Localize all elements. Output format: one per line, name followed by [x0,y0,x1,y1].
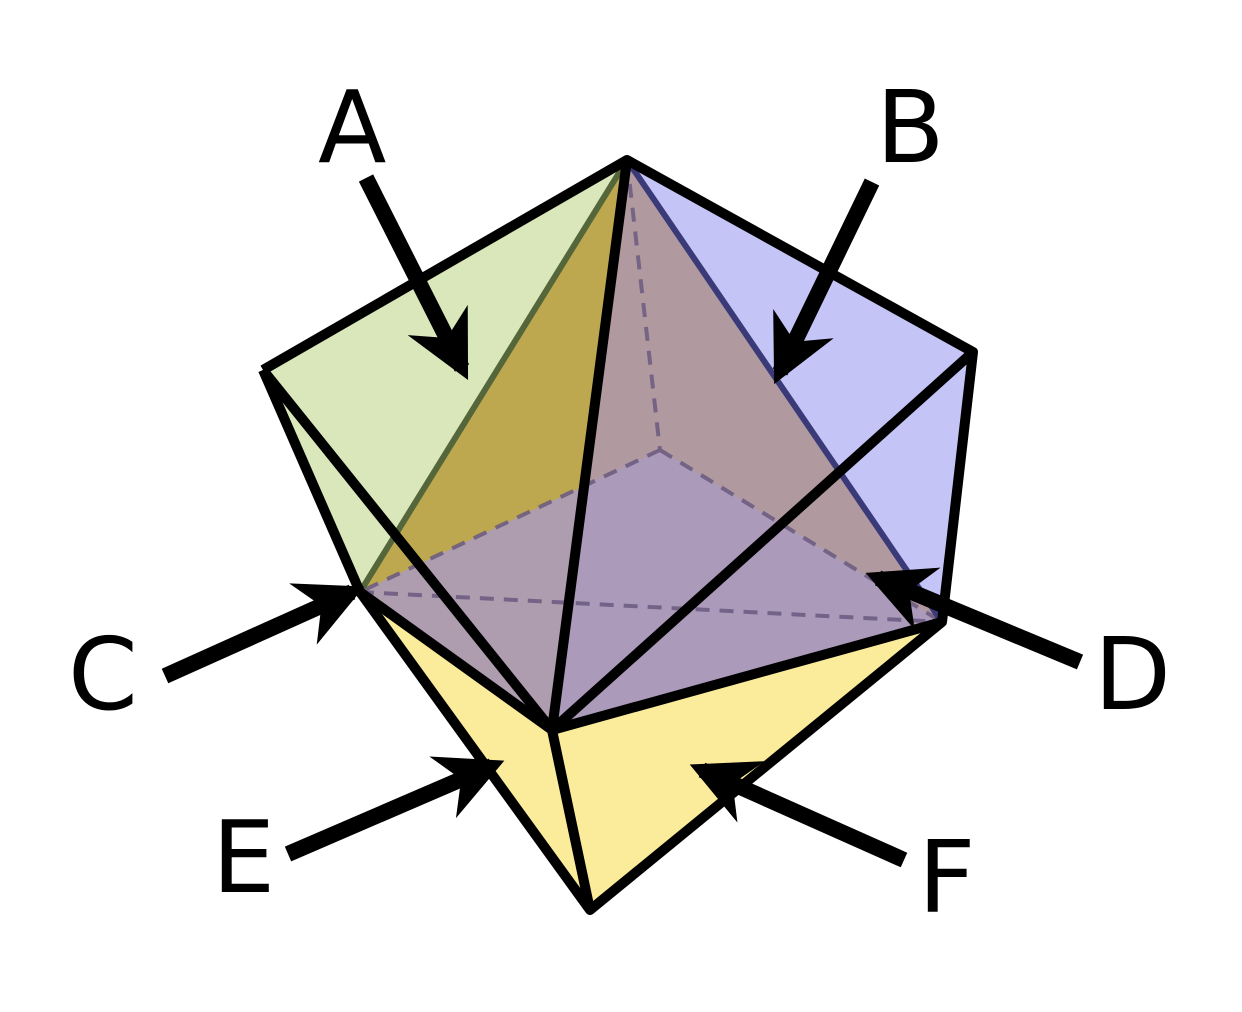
arrow-b [772,178,880,385]
arrow-d [865,567,1084,670]
edge-green [357,158,630,594]
label-e: E [212,799,276,916]
label-c: C [68,616,138,733]
arrow-a [358,174,470,380]
arrow-f [689,761,908,868]
label-a: A [318,69,387,186]
pointer-arrows [161,174,1084,868]
arrow-c [161,583,365,684]
label-f: F [918,819,976,936]
label-d: D [1094,616,1172,733]
label-b: B [876,69,945,186]
edge-blue [624,158,945,624]
arrow-e [284,756,505,862]
